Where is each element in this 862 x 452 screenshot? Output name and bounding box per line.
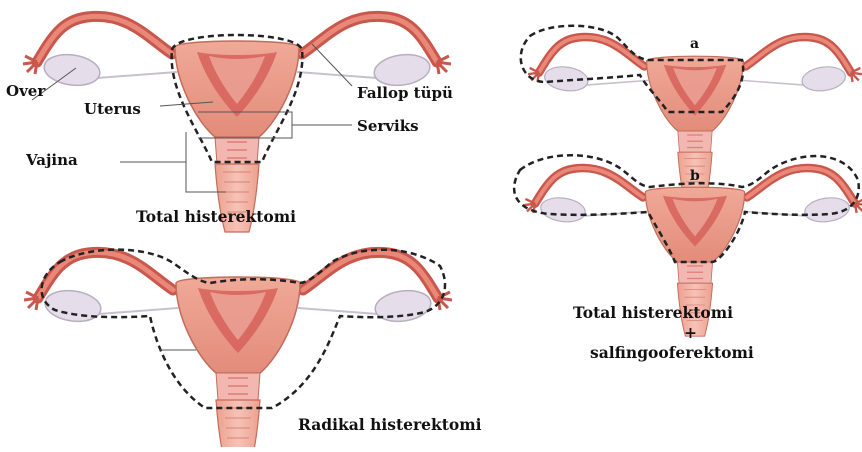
marker-b: b (690, 168, 700, 184)
label-uterus: Uterus (84, 100, 141, 118)
caption-radical-hysterectomy: Radikal histerektomi (298, 415, 482, 434)
caption-combo-line2: salfingooferektomi (590, 343, 754, 362)
label-serviks: Serviks (357, 117, 419, 135)
caption-combo-plus: + (684, 323, 697, 342)
caption-combo-line1: Total histerektomi (573, 303, 733, 322)
label-over: Over (6, 82, 46, 100)
marker-a: a (690, 36, 699, 52)
label-fallop-tubu: Fallop tüpü (357, 84, 453, 102)
label-vajina: Vajina (25, 151, 78, 169)
caption-total-hysterectomy: Total histerektomi (136, 207, 296, 226)
